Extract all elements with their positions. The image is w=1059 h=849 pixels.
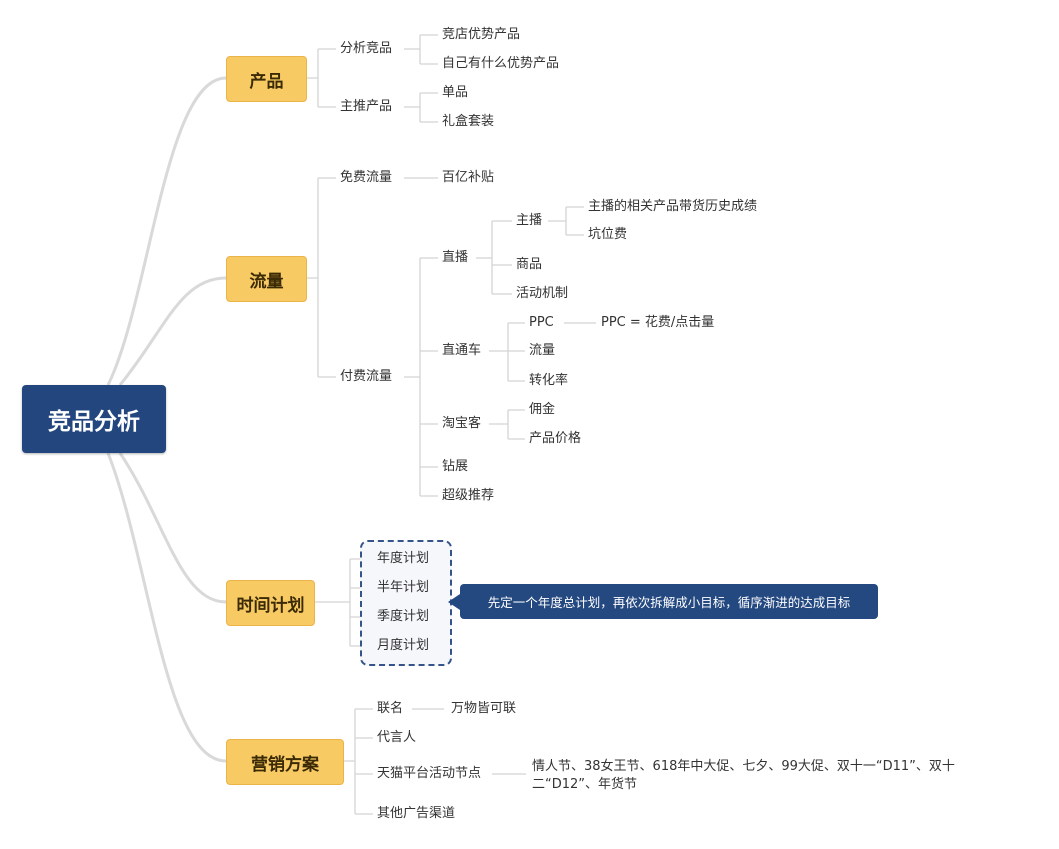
root-node[interactable]: 竞品分析 bbox=[22, 385, 166, 453]
subtopic-spokesperson[interactable]: 代言人 bbox=[377, 730, 417, 745]
leaf-month-plan[interactable]: 月度计划 bbox=[377, 638, 430, 653]
leaf-commission[interactable]: 佣金 bbox=[529, 402, 556, 417]
leaf-activity-mechanism[interactable]: 活动机制 bbox=[516, 286, 569, 301]
leaf-traffic[interactable]: 流量 bbox=[529, 343, 556, 358]
topic-traffic[interactable]: 流量 bbox=[226, 256, 307, 302]
leaf-half-year-plan[interactable]: 半年计划 bbox=[377, 580, 430, 595]
leaf-anchor-history[interactable]: 主播的相关产品带货历史成绩 bbox=[588, 199, 758, 214]
topic-anchor[interactable]: 主播 bbox=[516, 213, 543, 228]
leaf-ppc-formula[interactable]: PPC = 花费/点击量 bbox=[601, 315, 715, 330]
summary-callout-text: 先定一个年度总计划，再依次拆解成小目标，循序渐进的达成目标 bbox=[487, 595, 851, 610]
topic-time-plan[interactable]: 时间计划 bbox=[226, 580, 315, 626]
leaf-quarter-plan[interactable]: 季度计划 bbox=[377, 609, 430, 624]
topic-ppc[interactable]: PPC bbox=[529, 315, 554, 330]
callout-pointer bbox=[448, 594, 460, 610]
leaf-co-branding-everything[interactable]: 万物皆可联 bbox=[451, 701, 517, 716]
leaf-zuanzhan[interactable]: 钻展 bbox=[442, 459, 469, 474]
leaf-competitor-advantage[interactable]: 竞店优势产品 bbox=[442, 27, 521, 42]
boundary-box bbox=[360, 540, 452, 666]
leaf-subsidy[interactable]: 百亿补贴 bbox=[442, 170, 495, 185]
topic-product[interactable]: 产品 bbox=[226, 56, 307, 102]
leaf-tmall-events-line1[interactable]: 情人节、38女王节、618年中大促、七夕、99大促、双十一“D11”、双十 bbox=[532, 759, 955, 774]
leaf-conversion-rate[interactable]: 转化率 bbox=[529, 373, 569, 388]
subtopic-analyze-competitors[interactable]: 分析竞品 bbox=[340, 41, 393, 56]
topic-ztc[interactable]: 直通车 bbox=[442, 343, 482, 358]
leaf-goods[interactable]: 商品 bbox=[516, 257, 543, 272]
leaf-slot-fee[interactable]: 坑位费 bbox=[588, 227, 628, 242]
leaf-single-product[interactable]: 单品 bbox=[442, 85, 469, 100]
summary-callout[interactable]: 先定一个年度总计划，再依次拆解成小目标，循序渐进的达成目标 bbox=[460, 584, 878, 619]
subtopic-free-traffic[interactable]: 免费流量 bbox=[340, 170, 393, 185]
leaf-super-recommend[interactable]: 超级推荐 bbox=[442, 488, 495, 503]
topic-taobaoke[interactable]: 淘宝客 bbox=[442, 416, 482, 431]
subtopic-co-branding[interactable]: 联名 bbox=[377, 701, 404, 716]
leaf-annual-plan[interactable]: 年度计划 bbox=[377, 551, 430, 566]
leaf-gift-box[interactable]: 礼盒套装 bbox=[442, 114, 495, 129]
topic-marketing[interactable]: 营销方案 bbox=[226, 739, 344, 785]
subtopic-paid-traffic[interactable]: 付费流量 bbox=[340, 369, 393, 384]
subtopic-tmall-events[interactable]: 天猫平台活动节点 bbox=[377, 766, 482, 781]
leaf-product-price[interactable]: 产品价格 bbox=[529, 431, 582, 446]
leaf-own-advantage[interactable]: 自己有什么优势产品 bbox=[442, 56, 560, 71]
leaf-tmall-events-line2[interactable]: 二“D12”、年货节 bbox=[532, 777, 638, 792]
topic-live-stream[interactable]: 直播 bbox=[442, 250, 469, 265]
subtopic-main-products[interactable]: 主推产品 bbox=[340, 99, 393, 114]
subtopic-other-ads[interactable]: 其他广告渠道 bbox=[377, 806, 456, 821]
